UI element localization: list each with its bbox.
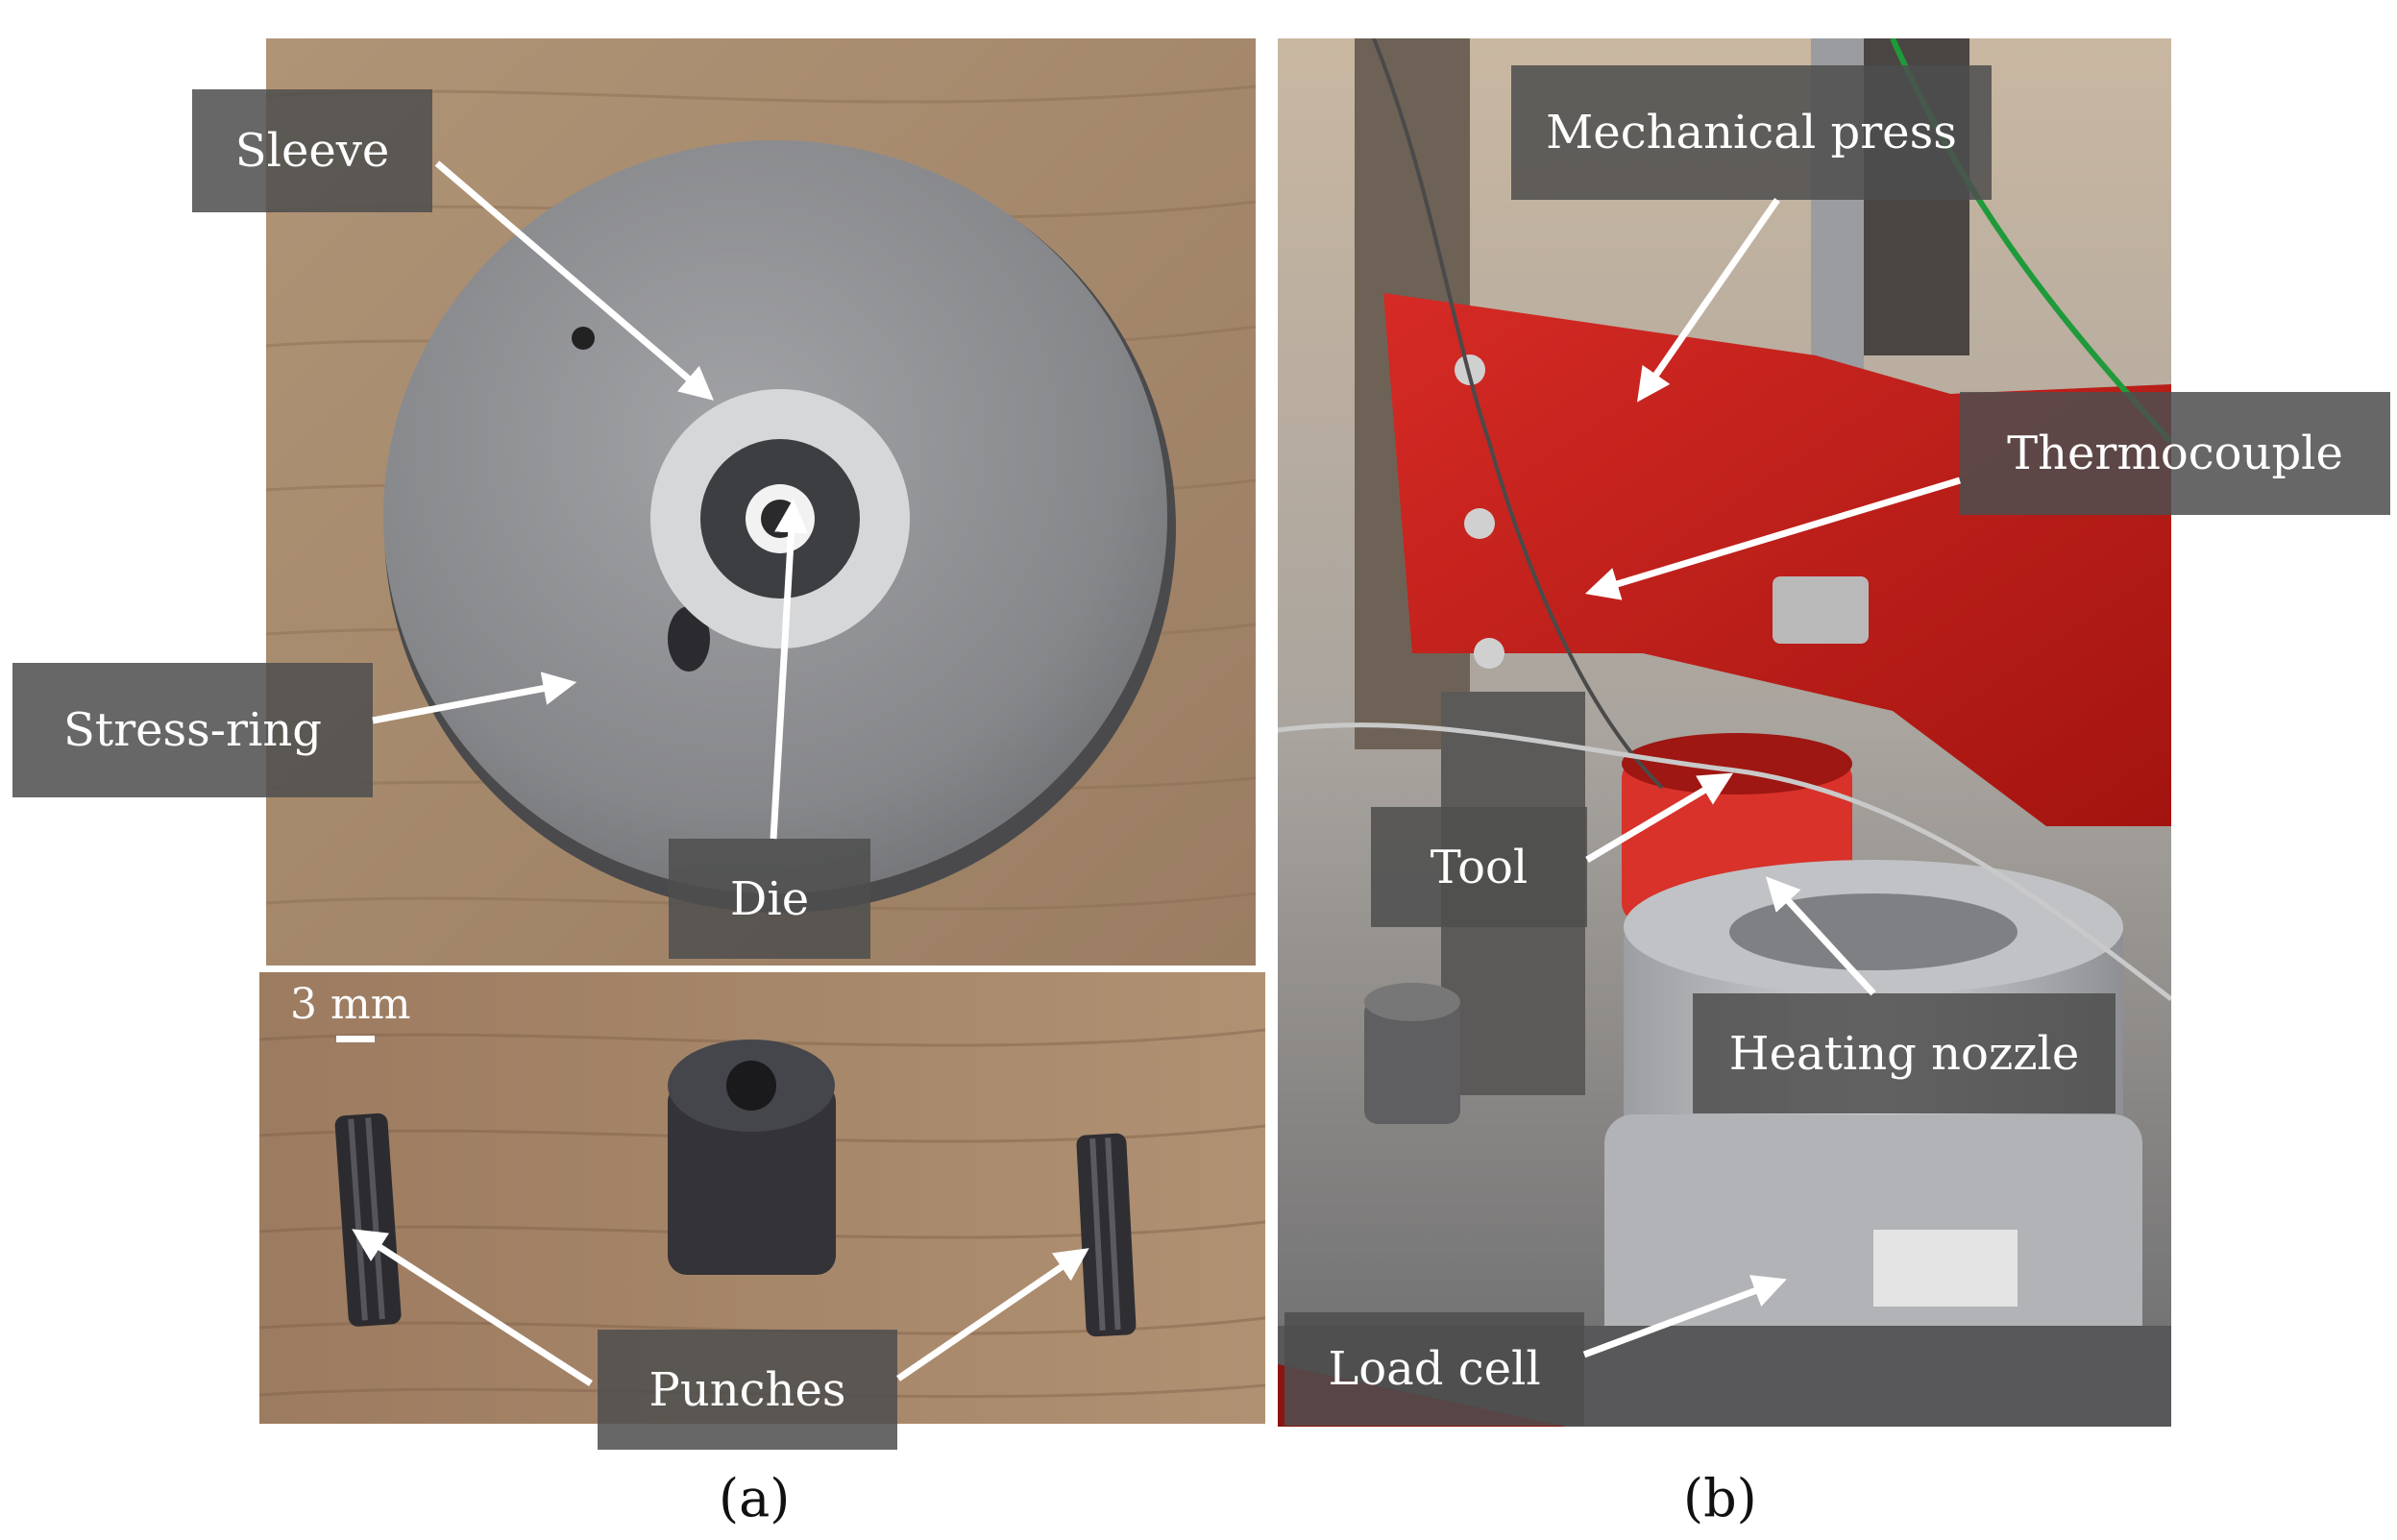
label-stress-ring: Stress-ring bbox=[12, 663, 373, 797]
scale-text: 3 mm bbox=[290, 980, 411, 1029]
label-thermocouple: Thermocouple bbox=[1960, 392, 2390, 515]
caption-b: (b) bbox=[1683, 1468, 1757, 1528]
label-die: Die bbox=[669, 839, 870, 959]
scale-bar bbox=[336, 1036, 375, 1042]
label-sleeve: Sleeve bbox=[192, 89, 432, 212]
label-load-cell: Load cell bbox=[1284, 1312, 1584, 1426]
label-tool: Tool bbox=[1371, 807, 1587, 927]
label-mechanical-press: Mechanical press bbox=[1511, 65, 1992, 200]
photo-mechanical-press-setup bbox=[1278, 38, 2171, 1427]
label-heating-nozzle: Heating nozzle bbox=[1693, 993, 2116, 1113]
caption-a: (a) bbox=[719, 1468, 791, 1528]
label-punches: Punches bbox=[598, 1330, 897, 1450]
